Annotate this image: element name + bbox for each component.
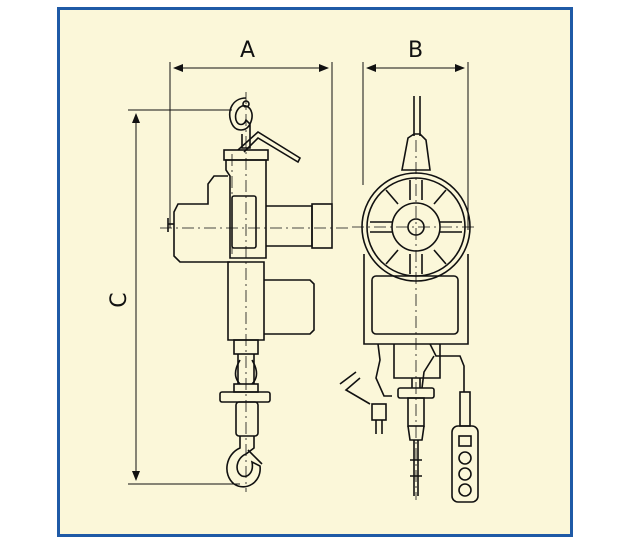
centerlines-front: [352, 140, 478, 500]
dimension-label-c: C: [107, 292, 132, 307]
dimension-b: [362, 62, 469, 230]
hoist-front-view: [339, 96, 479, 503]
hoist-side-view: [167, 97, 333, 488]
diagram-frame: [57, 7, 573, 537]
centerlines-side: [160, 92, 350, 492]
dimension-label-b: B: [408, 38, 423, 63]
dimension-c: [128, 109, 240, 485]
dimension-label-a: A: [240, 38, 255, 63]
dimension-a: [169, 62, 333, 228]
